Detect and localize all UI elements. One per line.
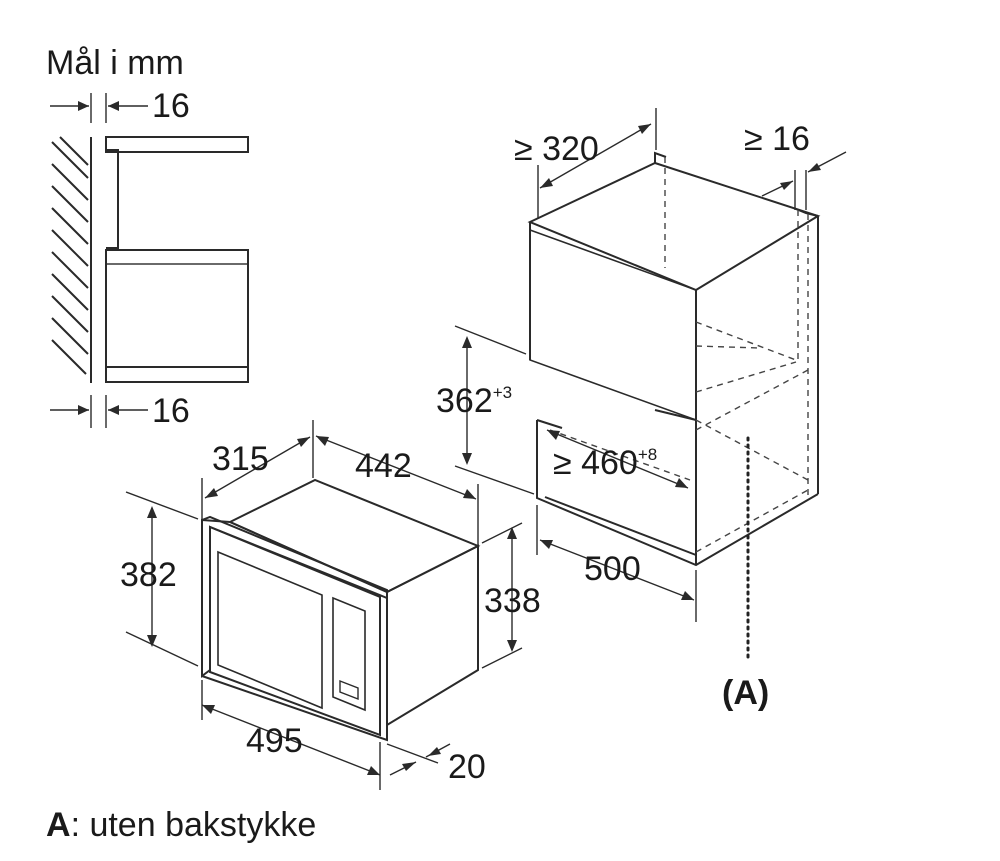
cabinet-drawing bbox=[454, 108, 847, 662]
depth-label: 315 bbox=[212, 440, 269, 478]
appliance-body-side bbox=[386, 544, 479, 727]
height-body-label: 338 bbox=[484, 582, 541, 620]
footnote: A: uten bakstykke bbox=[46, 806, 316, 844]
footnote-key: A bbox=[46, 806, 71, 844]
depth-min-dimension bbox=[537, 108, 657, 218]
niche-width-label: ≥ 460+8 bbox=[553, 444, 657, 482]
cabinet-depth-dimension bbox=[536, 505, 697, 622]
side-gap-dimension bbox=[761, 151, 847, 210]
niche-width-dimension bbox=[546, 429, 689, 489]
control-display bbox=[339, 679, 359, 701]
wall-hatching bbox=[51, 136, 92, 383]
niche-height-label: 362+3 bbox=[436, 382, 512, 420]
cabinet-depth-label: 500 bbox=[584, 550, 641, 588]
niche-bottom-front bbox=[536, 420, 819, 567]
appliance-profile bbox=[106, 149, 119, 249]
cabinet-top bbox=[527, 161, 821, 292]
footnote-text: : uten bakstykke bbox=[71, 806, 317, 844]
height-outer-dimension bbox=[125, 491, 199, 667]
bottom-shelf bbox=[105, 366, 249, 383]
side-view bbox=[50, 93, 249, 428]
side-gap-label: ≥ 16 bbox=[744, 120, 810, 158]
cabinet-profile bbox=[105, 249, 249, 368]
door-window bbox=[217, 550, 323, 710]
width-dimension bbox=[201, 680, 381, 790]
niche-width-tolerance: +8 bbox=[638, 445, 657, 464]
niche-height-dimension bbox=[454, 325, 535, 495]
gap-bottom-label: 16 bbox=[152, 392, 190, 430]
gap-top-label: 16 bbox=[152, 87, 190, 125]
height-body-dimension bbox=[481, 522, 523, 669]
depth-front-label: 442 bbox=[355, 447, 412, 485]
depth-front-dimension bbox=[315, 435, 479, 546]
width-label: 495 bbox=[246, 722, 303, 760]
appliance-body-top bbox=[227, 478, 481, 594]
cabinet-top-lip bbox=[654, 151, 667, 163]
cabinet-panel bbox=[105, 263, 249, 368]
front-panel bbox=[209, 525, 381, 737]
depth-min-label: ≥ 320 bbox=[514, 130, 599, 168]
niche-height-tolerance: +3 bbox=[493, 383, 512, 402]
height-outer-label: 382 bbox=[120, 556, 177, 594]
frame-label: 20 bbox=[448, 748, 486, 786]
control-panel bbox=[332, 596, 366, 712]
frame-dimension bbox=[386, 743, 451, 776]
hidden-edges bbox=[549, 157, 809, 553]
cabinet-front-panel bbox=[529, 228, 697, 422]
front-frame-edge bbox=[201, 515, 388, 678]
gap-bottom-dimension bbox=[50, 395, 148, 428]
marker-label: (A) bbox=[722, 674, 769, 712]
top-shelf bbox=[105, 136, 249, 153]
appliance-drawing bbox=[125, 420, 523, 790]
cabinet-side-lip bbox=[795, 208, 819, 217]
depth-dimension bbox=[201, 420, 314, 520]
units-title: Mål i mm bbox=[46, 44, 184, 82]
gap-top-dimension bbox=[50, 93, 148, 123]
